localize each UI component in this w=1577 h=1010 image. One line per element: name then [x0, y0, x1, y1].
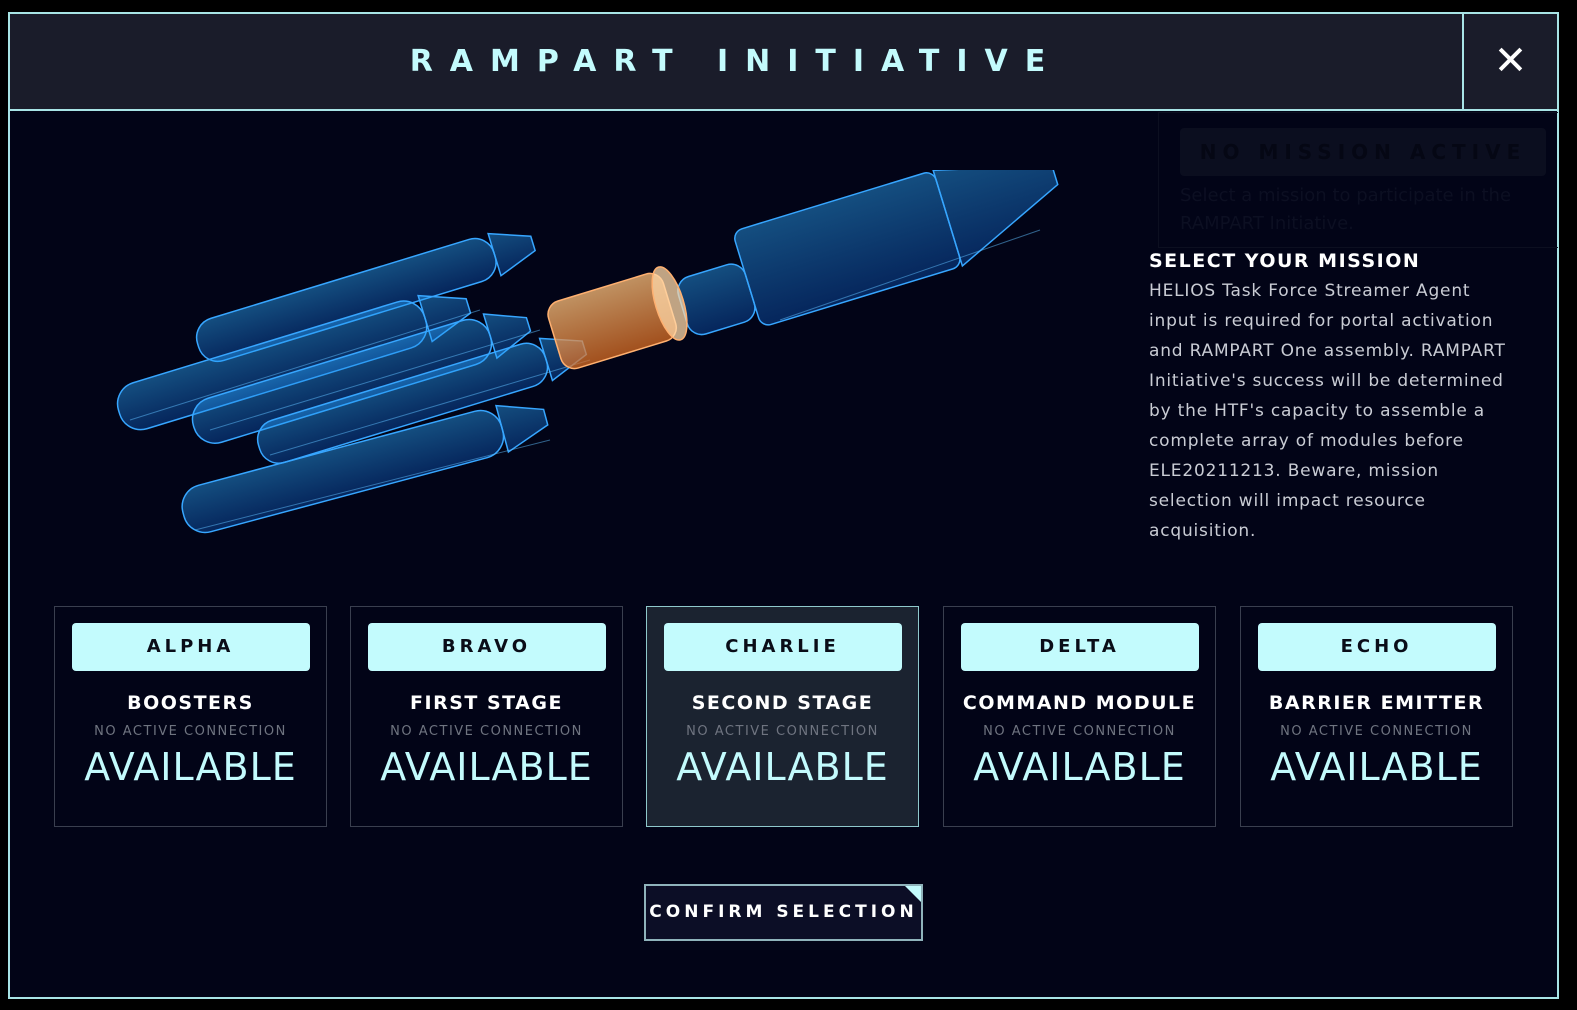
availability-status: AVAILABLE	[84, 745, 297, 789]
rocket-wireframe-illustration	[116, 170, 1059, 534]
mission-info: SELECT YOUR MISSION HELIOS Task Force St…	[1149, 250, 1519, 546]
close-icon: ✕	[1493, 38, 1528, 84]
availability-status: AVAILABLE	[1270, 745, 1483, 789]
connection-status: NO ACTIVE CONNECTION	[390, 724, 583, 739]
mission-card-delta[interactable]: DELTA COMMAND MODULE NO ACTIVE CONNECTIO…	[943, 606, 1216, 827]
info-heading: SELECT YOUR MISSION	[1149, 250, 1421, 272]
connection-status: NO ACTIVE CONNECTION	[983, 724, 1176, 739]
no-mission-active-button: NO MISSION ACTIVE	[1180, 128, 1546, 176]
availability-status: AVAILABLE	[973, 745, 1186, 789]
mission-tag: DELTA	[960, 623, 1199, 671]
mission-name: BOOSTERS	[127, 692, 254, 714]
close-button[interactable]: ✕	[1462, 14, 1557, 109]
background-panel-text: Select a mission to participate in the R…	[1180, 185, 1512, 234]
mission-card-alpha[interactable]: ALPHA BOOSTERS NO ACTIVE CONNECTION AVAI…	[54, 606, 327, 827]
confirm-selection-button[interactable]: CONFIRM SELECTION	[644, 884, 923, 941]
mission-tag: BRAVO	[367, 623, 606, 671]
mission-name: SECOND STAGE	[691, 692, 874, 714]
connection-status: NO ACTIVE CONNECTION	[94, 724, 287, 739]
info-body: HELIOS Task Force Streamer Agent input i…	[1149, 281, 1506, 541]
availability-status: AVAILABLE	[676, 745, 889, 789]
modal-title: RAMPART INITIATIVE	[409, 44, 1063, 79]
mission-tag: ECHO	[1257, 623, 1496, 671]
mission-name: BARRIER EMITTER	[1268, 692, 1485, 714]
mission-tag: CHARLIE	[663, 623, 902, 671]
connection-status: NO ACTIVE CONNECTION	[686, 724, 879, 739]
mission-card-charlie[interactable]: CHARLIE SECOND STAGE NO ACTIVE CONNECTIO…	[646, 606, 919, 827]
availability-status: AVAILABLE	[380, 745, 593, 789]
connection-status: NO ACTIVE CONNECTION	[1280, 724, 1473, 739]
background-panel	[1158, 112, 1558, 248]
mission-card-bravo[interactable]: BRAVO FIRST STAGE NO ACTIVE CONNECTION A…	[350, 606, 623, 827]
mission-name: FIRST STAGE	[410, 692, 563, 714]
mission-tag: ALPHA	[71, 623, 310, 671]
modal-header: RAMPART INITIATIVE ✕	[10, 14, 1557, 111]
mission-card-echo[interactable]: ECHO BARRIER EMITTER NO ACTIVE CONNECTIO…	[1240, 606, 1513, 827]
mission-name: COMMAND MODULE	[962, 692, 1197, 714]
